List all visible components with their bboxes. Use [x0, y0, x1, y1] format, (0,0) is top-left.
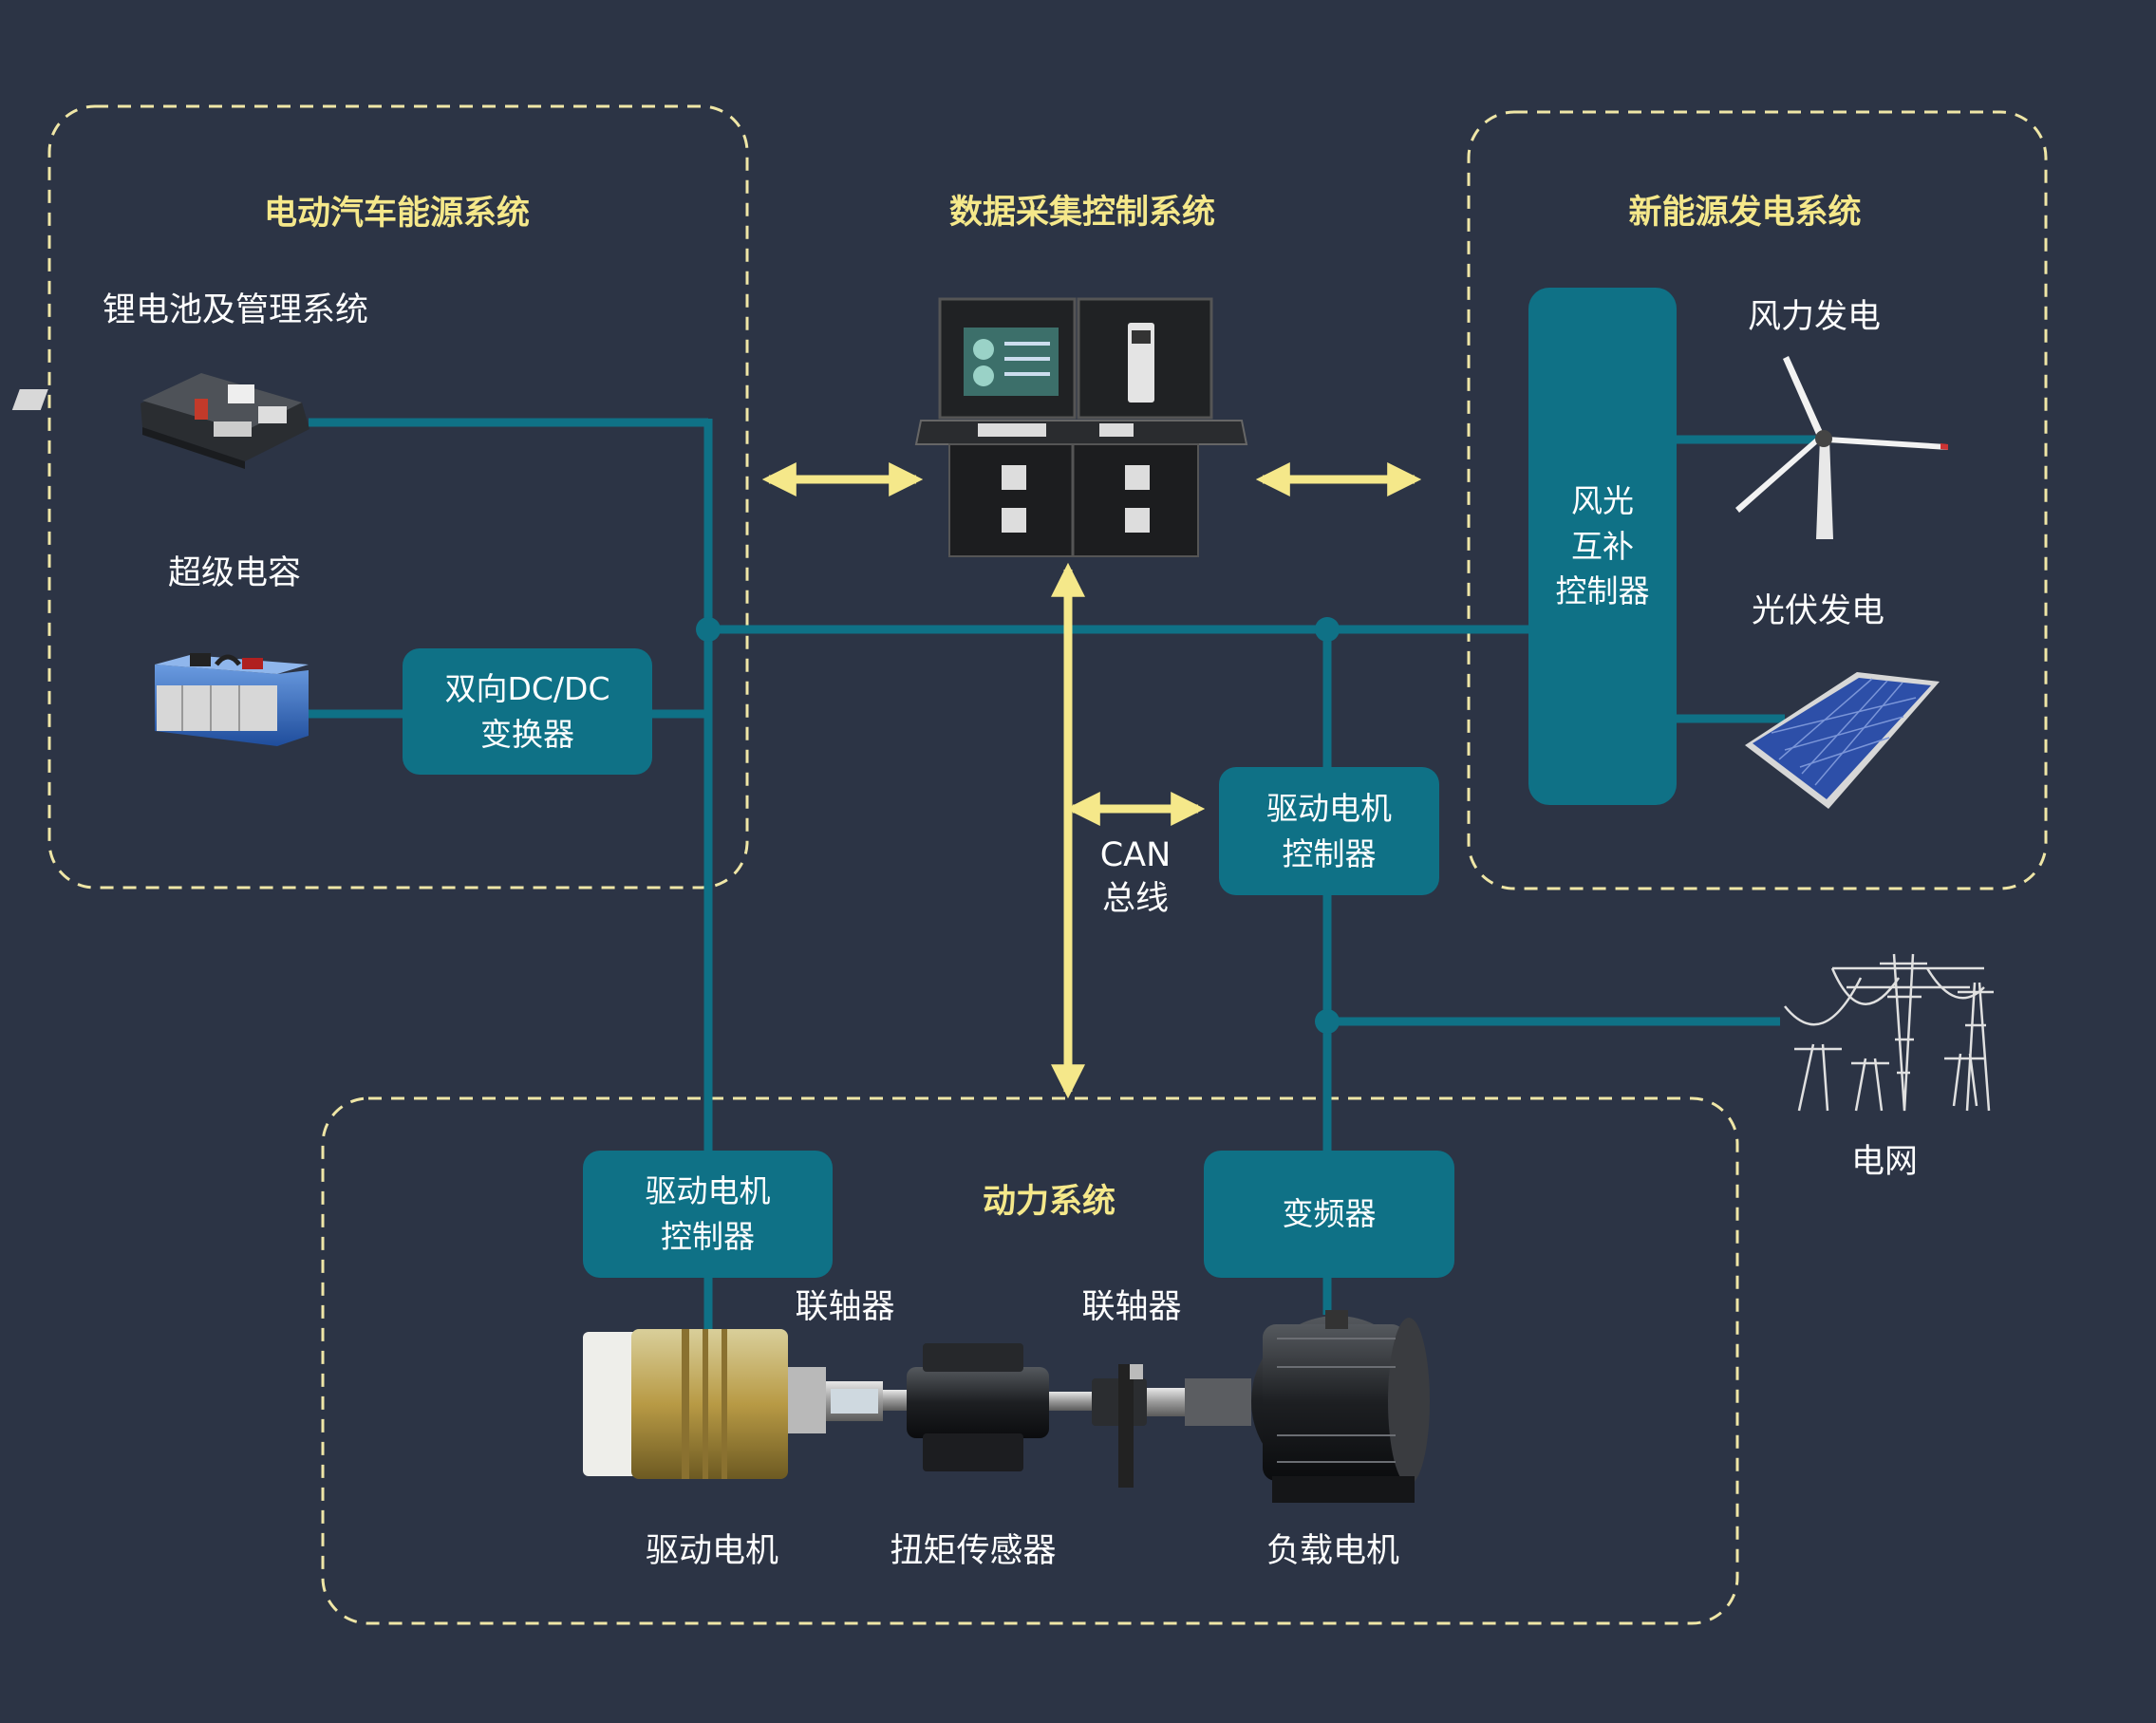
- hybrid-controller-box: 风光 互补 控制器: [1528, 288, 1677, 805]
- hybrid-line2: 互补: [1571, 527, 1634, 565]
- motor-controller-lower-box: 驱动电机 控制器: [583, 1151, 833, 1278]
- can-bus-label: CAN 总线: [1100, 834, 1172, 921]
- group-border-ev-energy: [47, 104, 749, 890]
- inverter-label: 变频器: [1282, 1195, 1377, 1233]
- battery-label: 锂电池及管理系统: [103, 291, 369, 329]
- power-tower-icon: [1784, 953, 1994, 1112]
- coupler-right-label: 联轴器: [1081, 1288, 1182, 1326]
- group-title-data-acquisition: 数据采集控制系统: [948, 194, 1216, 232]
- group-title-renewable: 新能源发电系统: [1628, 194, 1862, 232]
- power-bus-lines: [307, 418, 1823, 1329]
- wind-turbine-icon: [1735, 356, 1948, 539]
- group-border-power: [321, 1096, 1739, 1625]
- inverter-box: 变频器: [1204, 1151, 1454, 1278]
- ctrl-upper-line2: 控制器: [1282, 834, 1377, 872]
- bus-junction: [1315, 1009, 1340, 1034]
- hybrid-line1: 风光: [1571, 481, 1634, 519]
- motor-controller-upper-box: 驱动电机 控制器: [1219, 767, 1439, 895]
- torque-sensor-icon: [883, 1343, 1092, 1471]
- coupler-left-label: 联轴器: [795, 1288, 895, 1326]
- solar-panel-icon: [1745, 672, 1940, 809]
- pv-label: 光伏发电: [1752, 592, 1885, 630]
- grid-label: 电网: [1851, 1143, 1919, 1181]
- can-bus-line1: CAN: [1099, 836, 1172, 874]
- battery-pack-icon: [11, 373, 309, 469]
- load-motor-icon: [1092, 1310, 1430, 1503]
- ctrl-lower-line1: 驱动电机: [645, 1172, 771, 1210]
- drive-motor-label: 驱动电机: [645, 1532, 779, 1570]
- hybrid-line3: 控制器: [1555, 572, 1650, 610]
- load-motor-label: 负载电机: [1265, 1532, 1400, 1570]
- can-bus-line2: 总线: [1101, 879, 1170, 918]
- dcdc-converter-box: 双向DC/DC 变换器: [403, 648, 652, 775]
- dcdc-line1: 双向DC/DC: [444, 669, 610, 707]
- dcdc-line2: 变换器: [480, 715, 574, 753]
- drive-motor-icon: [583, 1329, 883, 1479]
- supercap-label: 超级电容: [168, 554, 302, 592]
- ctrl-lower-line2: 控制器: [661, 1218, 755, 1255]
- bus-junction: [1315, 617, 1340, 642]
- data-arrows: [761, 462, 1422, 1099]
- torque-sensor-label: 扭矩传感器: [890, 1532, 1057, 1570]
- supercapacitor-icon: [155, 653, 309, 746]
- control-cabinet-icon: [914, 297, 1248, 557]
- wind-label: 风力发电: [1748, 298, 1882, 336]
- ctrl-upper-line1: 驱动电机: [1266, 789, 1392, 827]
- group-border-renewable: [1467, 110, 2048, 890]
- bus-junction: [696, 617, 721, 642]
- group-title-ev-energy: 电动汽车能源系统: [263, 195, 531, 233]
- group-title-power: 动力系统: [982, 1183, 1116, 1221]
